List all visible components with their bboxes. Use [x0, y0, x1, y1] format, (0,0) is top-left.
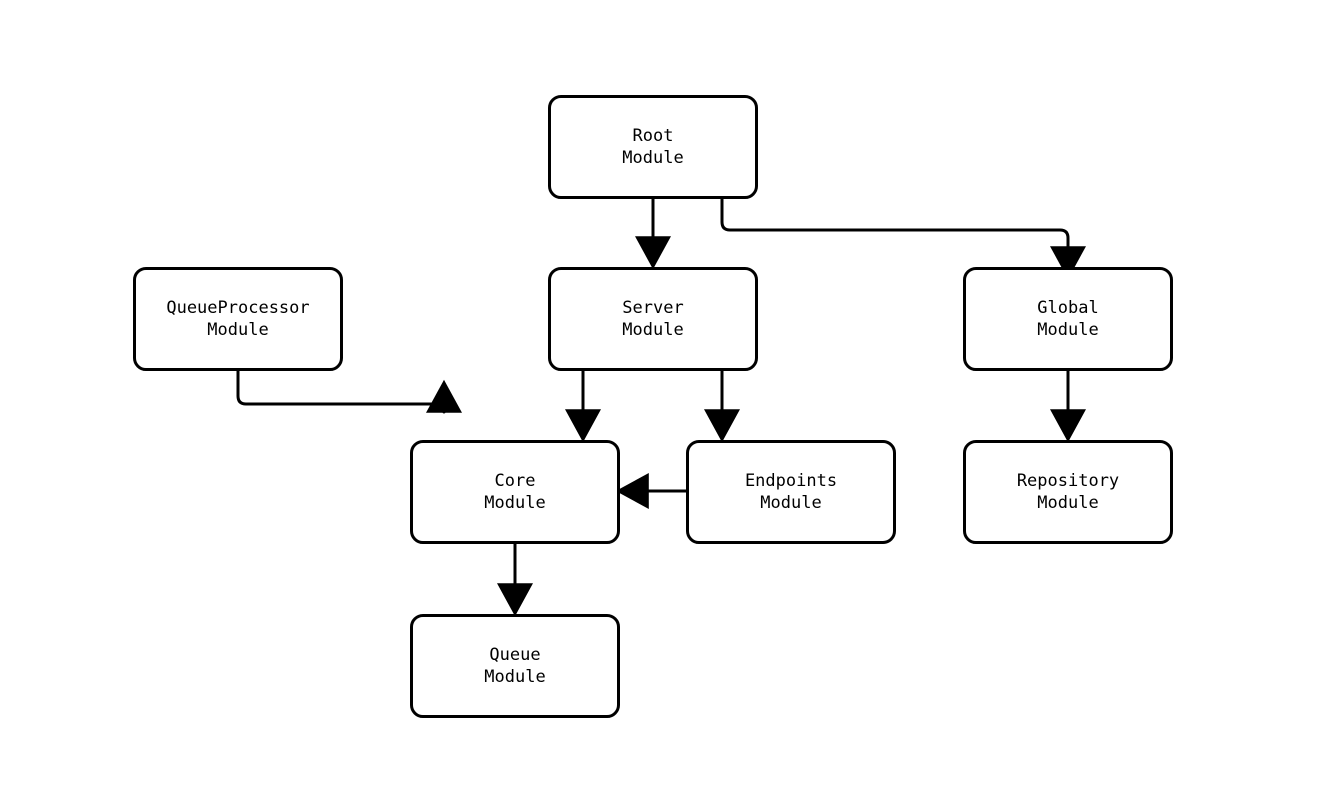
node-repository-module-line2: Module	[1037, 493, 1099, 513]
node-server-module-line1: Server	[622, 298, 684, 318]
node-queueprocessor-module[interactable]: QueueProcessor Module	[133, 267, 343, 371]
node-endpoints-module-line1: Endpoints	[744, 471, 838, 491]
node-queueprocessor-module-line2: Module	[207, 320, 269, 340]
edge-root-to-global	[720, 199, 1086, 280]
edge-queueprocessor-to-core	[236, 371, 462, 414]
node-root-module[interactable]: Root Module	[548, 95, 758, 199]
node-global-module[interactable]: Global Module	[963, 267, 1173, 371]
node-queue-module[interactable]: Queue Module	[410, 614, 620, 718]
node-server-module[interactable]: Server Module	[548, 267, 758, 371]
node-core-module-line2: Module	[484, 493, 546, 513]
node-core-module[interactable]: Core Module	[410, 440, 620, 544]
node-root-module-line1: Root	[632, 126, 674, 146]
node-repository-module[interactable]: Repository Module	[963, 440, 1173, 544]
node-queue-module-line1: Queue	[489, 645, 541, 665]
node-root-module-line2: Module	[622, 148, 684, 168]
node-core-module-line1: Core	[494, 471, 536, 491]
node-global-module-line2: Module	[1037, 320, 1099, 340]
node-endpoints-module[interactable]: Endpoints Module	[686, 440, 896, 544]
node-repository-module-line1: Repository	[1016, 471, 1120, 491]
node-server-module-line2: Module	[622, 320, 684, 340]
node-global-module-line1: Global	[1037, 298, 1099, 318]
node-queueprocessor-module-line1: QueueProcessor	[166, 298, 310, 318]
node-endpoints-module-line2: Module	[760, 493, 822, 513]
node-queue-module-line2: Module	[484, 667, 546, 687]
